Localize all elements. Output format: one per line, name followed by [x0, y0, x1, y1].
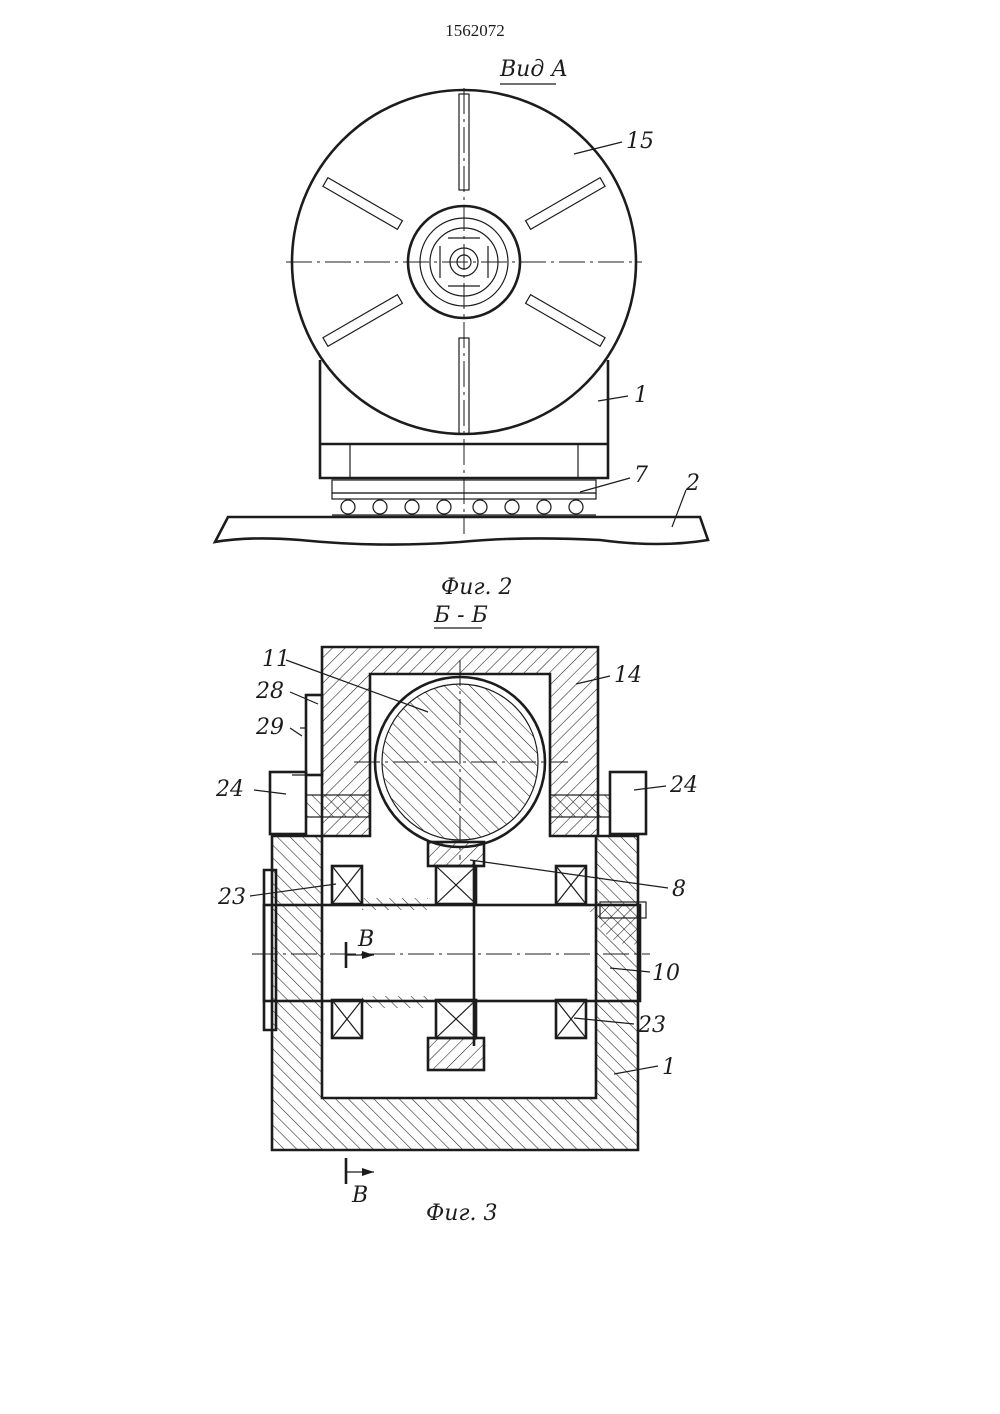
section-mark-top-label: В: [357, 927, 374, 952]
label-bearing-left: 23: [217, 885, 246, 910]
label-bracket: 29: [255, 715, 284, 740]
label-base: 2: [685, 471, 700, 496]
side-plate: [292, 695, 322, 775]
section-mark-bottom: В: [346, 1158, 374, 1208]
figure-3: Б - Б: [215, 603, 698, 1226]
label-bearing-right: 23: [637, 1013, 666, 1038]
left-lower-bearing: [332, 1000, 362, 1038]
label-body-fig3: 1: [662, 1055, 676, 1080]
lower-body: [272, 836, 638, 1150]
section-mark-bottom-label: В: [351, 1183, 368, 1208]
leader-1: [598, 396, 628, 401]
figure-2: Вид А: [215, 57, 708, 600]
label-bearing: 7: [634, 463, 648, 488]
page-number: 1562072: [445, 21, 505, 40]
view-title: Вид А: [499, 57, 568, 82]
gear: [362, 842, 484, 1070]
leader-24-right: [634, 786, 666, 790]
leader-2: [672, 490, 686, 527]
label-bolt-right: 24: [669, 773, 698, 798]
section-title: Б - Б: [433, 603, 488, 628]
figure-3-caption: Фиг. 3: [426, 1201, 498, 1226]
right-upper-bearing: [556, 866, 586, 904]
label-shaft: 10: [652, 961, 680, 986]
base-plate: [215, 517, 708, 545]
label-housing-top: 14: [614, 663, 642, 688]
label-roller: 11: [262, 647, 290, 672]
section-mark-top: В: [346, 927, 374, 968]
label-bolt-left: 24: [215, 777, 244, 802]
label-gear: 8: [672, 877, 686, 902]
label-body: 1: [634, 383, 648, 408]
figure-2-caption: Фиг. 2: [441, 575, 513, 600]
label-plate: 28: [255, 679, 284, 704]
leader-29: [290, 728, 302, 736]
left-upper-bearing: [332, 866, 362, 904]
label-disc: 15: [626, 129, 654, 154]
